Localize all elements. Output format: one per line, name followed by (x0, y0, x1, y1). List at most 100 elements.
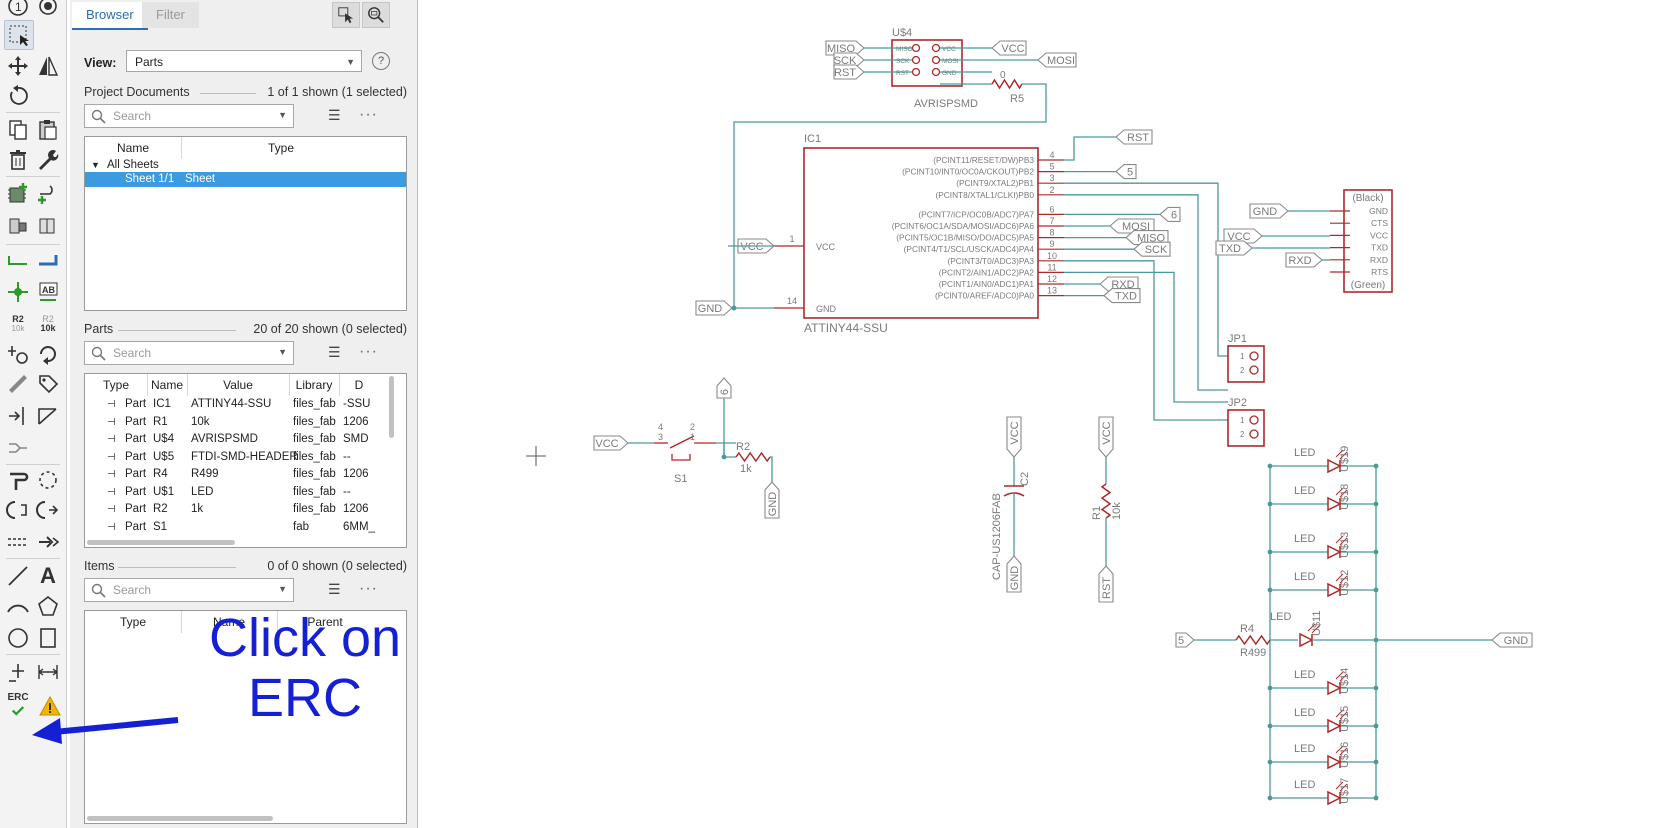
column-name[interactable]: Name (85, 137, 182, 159)
bus-split-icon[interactable] (4, 528, 32, 556)
list-view-icon[interactable]: ☰ (328, 344, 341, 360)
net-label (1099, 276, 1139, 292)
move-icon[interactable] (4, 52, 32, 80)
pin-pad (911, 67, 921, 77)
circle-icon[interactable] (4, 624, 32, 652)
net-label (1037, 52, 1077, 68)
help-icon[interactable]: ? (372, 52, 390, 70)
column-type[interactable]: Type (85, 611, 182, 633)
polygon-icon[interactable] (34, 592, 62, 620)
attribute-icon[interactable] (34, 370, 62, 398)
column-d[interactable]: D (354, 378, 364, 392)
wrench-icon[interactable] (34, 146, 62, 174)
copy-icon[interactable] (4, 116, 32, 144)
show-icon[interactable] (34, 0, 62, 20)
rotate-icon[interactable] (4, 82, 32, 110)
route-icon[interactable] (4, 466, 32, 494)
text-icon[interactable]: A (40, 563, 56, 588)
cell-value: R499 (191, 468, 219, 480)
mark-icon[interactable] (4, 658, 32, 686)
net-icon[interactable] (4, 248, 32, 276)
port-icon[interactable] (4, 402, 32, 430)
line-icon[interactable] (4, 562, 32, 590)
net-label-text: MOSI (1122, 221, 1150, 233)
reconnect-icon[interactable] (4, 496, 32, 524)
column-name[interactable]: Name (181, 611, 278, 633)
column-library[interactable]: Library (289, 374, 340, 396)
list-item[interactable]: Sheet 1/1 Sheet (85, 172, 406, 187)
optimize-icon[interactable] (4, 434, 32, 462)
led-symbol (1327, 790, 1342, 806)
paste-icon[interactable] (34, 116, 62, 144)
net-wire (1064, 260, 1228, 421)
junction-icon[interactable] (4, 278, 32, 306)
cell-d: 1206 (343, 468, 369, 480)
more-options-icon[interactable]: ··· (359, 106, 378, 123)
tab-browser[interactable]: Browser (72, 2, 148, 30)
project-documents-search[interactable]: Search▼ (84, 104, 294, 128)
add-part-icon[interactable] (4, 180, 32, 208)
delete-icon[interactable] (4, 146, 32, 174)
erc-button[interactable]: ERC (2, 690, 34, 722)
swap-icon[interactable] (34, 212, 62, 240)
led-light-ray (1339, 747, 1348, 756)
info-icon[interactable]: 1 (4, 0, 32, 20)
column-value[interactable]: Value (187, 374, 290, 396)
parts-search[interactable]: Search▼ (84, 341, 294, 365)
more-options-icon[interactable]: ··· (359, 580, 378, 597)
list-view-icon[interactable]: ☰ (328, 107, 341, 123)
label-icon[interactable]: AB (34, 278, 62, 306)
tab-filter[interactable]: Filter (142, 2, 199, 28)
cell-library: files_fab (293, 485, 336, 498)
miter-icon[interactable] (4, 370, 32, 398)
ripup-icon[interactable] (34, 466, 62, 494)
parts-hscrollbar[interactable] (87, 540, 235, 545)
column-type[interactable]: Type (267, 141, 294, 155)
list-view-icon[interactable]: ☰ (328, 581, 341, 597)
mirror-icon[interactable] (34, 52, 62, 80)
rectangle-icon[interactable] (34, 624, 62, 652)
group-select-icon[interactable] (4, 20, 34, 50)
net-label (1125, 230, 1169, 246)
dimension-icon[interactable] (34, 658, 62, 686)
reroute-icon[interactable] (34, 496, 62, 524)
view-select[interactable]: Parts▼ (126, 50, 362, 72)
arrow-icon[interactable] (34, 528, 62, 556)
add-pin-icon[interactable] (34, 180, 62, 208)
column-name[interactable]: Name (147, 374, 188, 396)
more-options-icon[interactable]: ··· (359, 343, 378, 360)
items-hscrollbar[interactable] (87, 816, 273, 821)
led-symbol (1327, 680, 1342, 696)
items-search[interactable]: Search▼ (84, 578, 294, 602)
select-mode-button[interactable] (332, 2, 360, 28)
column-type[interactable]: Type (85, 374, 148, 396)
zoom-button[interactable] (362, 2, 390, 28)
replace-icon[interactable] (4, 212, 32, 240)
schematic-label: VCC (1370, 230, 1388, 240)
warning-icon[interactable] (36, 692, 64, 720)
sheet-group[interactable]: ▼All Sheets (91, 159, 159, 171)
parts-vscrollbar[interactable] (389, 376, 394, 438)
smash-icon[interactable] (4, 340, 32, 368)
column-parent[interactable]: Parent (307, 615, 343, 629)
split-icon[interactable] (34, 402, 62, 430)
schematic-label: 1 (1240, 416, 1245, 425)
led-symbol (1327, 544, 1342, 560)
cell-type: Part (125, 485, 147, 498)
gateswap-icon[interactable] (34, 340, 62, 368)
bus-icon[interactable] (34, 248, 62, 276)
arc-icon[interactable] (4, 592, 32, 620)
pin-pad (1249, 415, 1259, 425)
